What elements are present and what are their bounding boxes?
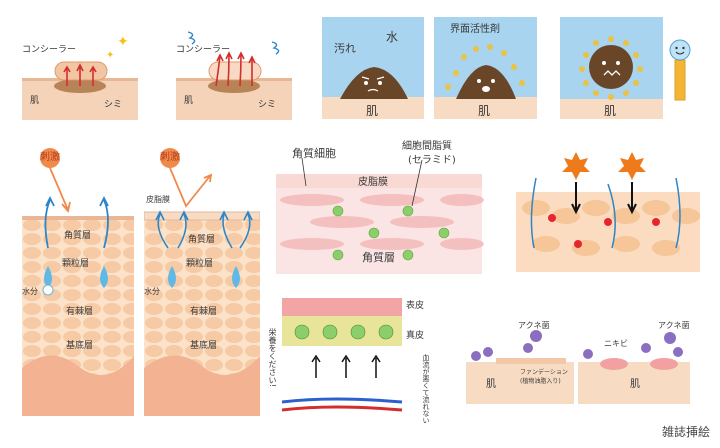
water-escape-arrow [44,195,55,249]
stimulus-label: 刺激 [160,152,180,163]
stratum-label: 角質層 [362,251,395,264]
skin-label: 肌 [366,104,379,118]
layer-label-1: 顆粒層 [186,259,214,269]
water-drop [44,266,52,288]
bacteria-attack-panel [516,148,700,272]
pimple-illustration [578,332,690,404]
skin-label: 肌 [478,104,491,118]
water-label: 水分 [22,287,38,296]
skin-label: 肌 [30,96,40,106]
water-label: 水分 [144,287,160,296]
acne-panel-1: アクネ菌 肌 ファンデーション (植物油脂入り) [466,322,574,404]
water-label: 水 [386,30,399,44]
vein-shape [281,397,403,404]
layer-label-2: 有棘層 [190,307,218,317]
dirt-blob [340,67,408,99]
surfactant-label: 界面活性剤 [450,24,500,35]
layer-label-0: 角質層 [188,235,216,245]
foundation-label: ファンデーション [520,369,568,376]
acne-panel-2: ニキビ アクネ菌 肌 [578,322,690,404]
concealer-illustration [176,31,292,120]
skin-label: 肌 [486,379,496,390]
skin-label: 肌 [604,104,617,118]
blood-flow-illustration [281,298,403,412]
concealer-illustration: ✦ ✦ [22,34,138,120]
acne-bacteria-icon [471,330,542,361]
smiley-icon [669,39,691,101]
stimulus-bubble [40,148,60,168]
dirt-label: 汚れ [334,42,356,55]
skin-label: 肌 [184,96,194,106]
concealer-panel-1: ✦ ✦ コンシーラー 肌 シミ [22,28,138,120]
pimple-shape [600,358,628,370]
epidermis-label: 表皮 [406,301,425,311]
ceramide-illustration [276,157,484,274]
swirl-icon [187,31,280,55]
surfactant-mascot [668,38,692,104]
concealer-shape [54,61,108,81]
corneocyte-label: 角質細胞 [292,147,336,160]
ceramide-panel: 角質細胞 細胞間脂質 (セラミド) 皮脂膜 角質層 [272,138,486,274]
stimulus-label: 刺激 [40,152,60,163]
surfactant-panel: 界面活性剤 肌 [434,17,537,119]
pimple-label: ニキビ [604,339,628,348]
artery-shape [281,405,403,412]
layer-label-2: 有棘層 [66,307,94,317]
nutrition-label: 栄養をください! [268,328,277,388]
concealer-label: コンシーラー [22,45,77,55]
surfactant-illustration [434,17,537,119]
skin-layer-illustration [143,148,261,416]
blood-flow-panel: 表皮 真皮 栄養をください! 血流が悪くて流れない [268,298,442,424]
bacteria-attack-illustration [516,152,700,272]
concealer-label: コンシーラー [176,45,231,55]
skin-layer-panel-2: 刺激 皮脂膜 角質層 顆粒層 有棘層 基底層 水分 [143,148,261,416]
surfactant-molecules [445,44,525,90]
dermis-label: 真皮 [406,331,425,341]
irritant-icon [562,152,590,180]
spot-label: シミ [258,100,277,110]
sparkle-icon: ✦ [106,50,114,61]
flow-label: 血流が悪くて流れない [422,354,430,424]
concealer-panel-2: コンシーラー 肌 シミ [176,28,292,120]
surfactant-panel-2: 肌 [560,17,663,119]
ceramide-label: (セラミド) [408,155,456,166]
layer-label-1: 顆粒層 [62,259,90,269]
acne-illustration [466,330,574,404]
acne-bacteria-label: アクネ菌 [518,321,550,330]
inflammation-mark [548,214,660,248]
foundation-sub-label: (植物油脂入り) [520,378,561,385]
sparkle-icon: ✦ [117,34,129,50]
acne-bacteria-label: アクネ菌 [658,321,690,330]
dirt-illustration [322,17,424,119]
water-dirt-panel: 汚れ 水 肌 [322,17,424,119]
surfactant-sun-illustration [560,17,663,119]
layer-label-0: 角質層 [64,231,92,241]
skin-layer-illustration [22,148,134,416]
layer-label-3: 基底層 [66,341,94,351]
stimulus-arrow [49,167,71,213]
layer-label-3: 基底層 [190,341,218,351]
sebum-label: 皮脂膜 [146,195,170,204]
spot-label: シミ [104,100,123,110]
caption: 雑誌挿絵 [661,425,710,439]
lipid-label: 細胞間脂質 [402,141,452,152]
skin-layer-panel-1: 刺激 角質層 顆粒層 有棘層 基底層 水分 [22,148,134,416]
sebum-label: 皮脂膜 [358,177,388,188]
skin-label: 肌 [630,379,640,390]
